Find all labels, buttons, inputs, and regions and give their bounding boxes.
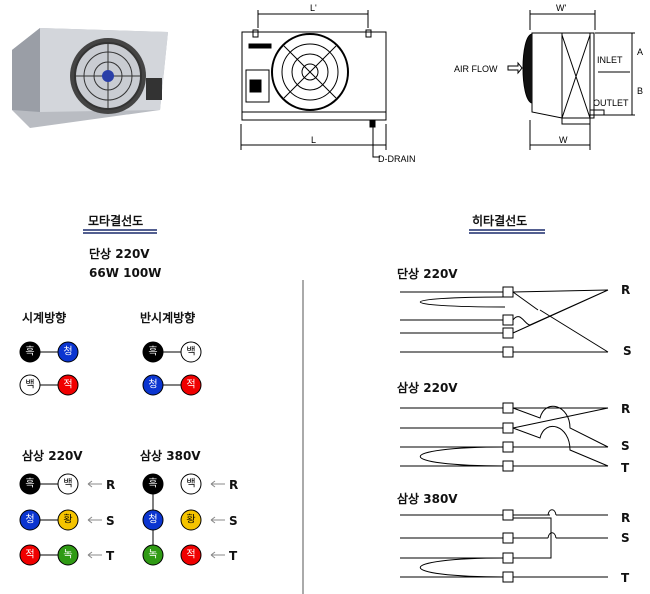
airflow-label: AIR FLOW — [454, 64, 498, 74]
unit-cooler-photo — [12, 28, 168, 128]
inlet-label: INLET — [597, 55, 623, 65]
phase-label: T — [229, 549, 238, 563]
wire-color-dot: 적 — [180, 544, 202, 566]
wire-color-label: 흑 — [25, 477, 34, 490]
phase-label: S — [229, 514, 238, 528]
wire-color-label: 청 — [148, 514, 157, 526]
wire-color-label: 적 — [186, 379, 195, 391]
arrow-left-icon — [210, 480, 225, 488]
wire-color-dot: 흑 — [142, 341, 164, 363]
wire-color-label: 청 — [148, 379, 157, 391]
terminal-block — [502, 571, 514, 583]
clockwise-label: 시계방향 — [22, 310, 66, 325]
heater-three-380-label: 삼상 380V — [397, 491, 458, 506]
wire-color-label: 청 — [25, 514, 34, 526]
terminal-block — [502, 314, 514, 326]
arrow-left-icon — [87, 516, 102, 524]
heater-three380-r: R — [621, 511, 630, 525]
wire-color-label: 적 — [25, 549, 34, 561]
motor-spec-watts: 66W 100W — [89, 266, 161, 280]
wire-color-dot: 흑 — [19, 473, 41, 495]
front-length-top-label: L' — [310, 3, 317, 13]
dim-b-label: B — [637, 86, 643, 96]
motor-three-380-label: 삼상 380V — [140, 448, 201, 463]
heater-three220-r: R — [621, 402, 630, 416]
wire-color-dot: 청 — [57, 341, 79, 363]
wire-color-dot: 적 — [19, 544, 41, 566]
terminal-block — [502, 327, 514, 339]
terminal-block — [502, 286, 514, 298]
wire-color-dot: 황 — [57, 509, 79, 531]
heater-three220-t: T — [621, 461, 630, 475]
wire-color-label: 황 — [63, 514, 72, 526]
front-view-drawing — [240, 10, 387, 158]
heater-single-s: S — [623, 344, 632, 358]
terminal-block — [502, 402, 514, 414]
heater-three380-t: T — [621, 571, 630, 585]
terminal-block — [502, 441, 514, 453]
wire-color-dot: 적 — [57, 374, 79, 396]
wire-color-dot: 흑 — [142, 473, 164, 495]
wire-color-dot: 황 — [180, 509, 202, 531]
terminal-block — [502, 346, 514, 358]
phase-label: S — [106, 514, 115, 528]
wire-color-label: 흑 — [25, 345, 34, 358]
wire-color-dot: 청 — [142, 374, 164, 396]
wire-color-dot: 청 — [19, 509, 41, 531]
terminal-block — [502, 460, 514, 472]
heater-three-220-label: 삼상 220V — [397, 380, 458, 395]
heater-single-220-label: 단상 220V — [397, 266, 458, 281]
wire-color-label: 백 — [186, 478, 195, 490]
terminal-block — [502, 509, 514, 521]
wire-color-dot: 적 — [180, 374, 202, 396]
outlet-label: OUTLET — [593, 98, 629, 108]
heater-three220-s: S — [621, 439, 630, 453]
wire-color-label: 녹 — [148, 549, 157, 561]
phase-label: R — [106, 478, 115, 492]
wire-color-dot: 녹 — [57, 544, 79, 566]
wire-color-dot: 청 — [142, 509, 164, 531]
arrow-left-icon — [87, 480, 102, 488]
wire-color-dot: 흑 — [19, 341, 41, 363]
side-width-label: W — [559, 135, 568, 145]
wire-color-label: 청 — [63, 346, 72, 358]
motor-wiring-title: 모타결선도 — [88, 213, 143, 228]
heater-wiring-title: 히타결선도 — [472, 213, 527, 228]
wire-color-label: 녹 — [63, 549, 72, 561]
phase-label: R — [229, 478, 238, 492]
wire-color-label: 흑 — [148, 345, 157, 358]
wire-color-label: 백 — [63, 478, 72, 490]
heater-single-r: R — [621, 283, 630, 297]
motor-three-220-label: 삼상 220V — [22, 448, 83, 463]
wire-color-label: 흑 — [148, 477, 157, 490]
arrow-left-icon — [210, 516, 225, 524]
front-length-label: L — [311, 135, 316, 145]
phase-label: T — [106, 549, 115, 563]
side-view-drawing — [507, 10, 635, 150]
wire-color-dot: 백 — [19, 374, 41, 396]
terminal-block — [502, 422, 514, 434]
wire-color-dot: 백 — [180, 341, 202, 363]
terminal-block — [502, 532, 514, 544]
wire-color-label: 황 — [186, 514, 195, 526]
wire-color-dot: 녹 — [142, 544, 164, 566]
wire-color-label: 백 — [25, 379, 34, 391]
wire-color-dot: 백 — [180, 473, 202, 495]
counterclockwise-label: 반시계방향 — [140, 310, 195, 325]
terminal-block — [502, 552, 514, 564]
wire-color-label: 적 — [63, 379, 72, 391]
motor-spec-phase: 단상 220V — [89, 246, 150, 261]
heater-wiring — [419, 289, 609, 578]
side-width-top-label: W' — [556, 3, 566, 13]
arrow-left-icon — [210, 551, 225, 559]
wire-color-label: 백 — [186, 346, 195, 358]
drain-label: D-DRAIN — [378, 154, 416, 164]
wire-color-dot: 백 — [57, 473, 79, 495]
heater-three380-s: S — [621, 531, 630, 545]
dim-a-label: A — [637, 47, 643, 57]
wire-color-label: 적 — [186, 549, 195, 561]
arrow-left-icon — [87, 551, 102, 559]
